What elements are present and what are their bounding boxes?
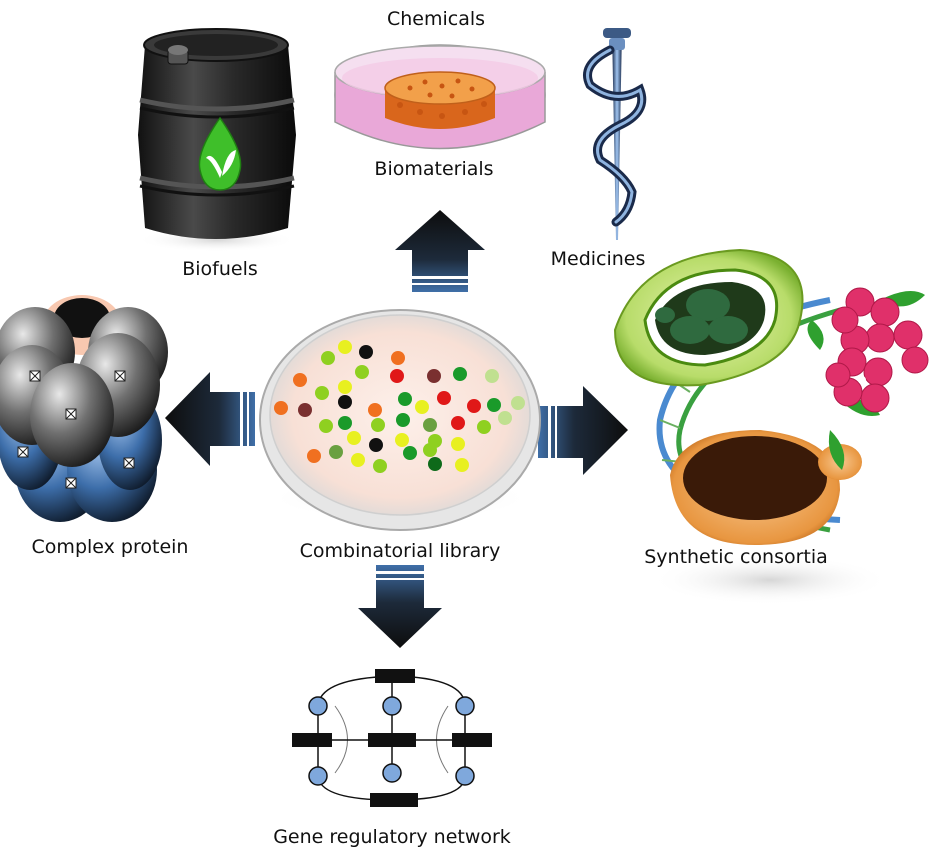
green-droplet-leaf-icon: [198, 116, 242, 191]
colony-dot: [427, 369, 441, 383]
colony-dot: [274, 401, 288, 415]
label-synthetic-consortia: Synthetic consortia: [644, 546, 828, 568]
colony-dot: [390, 369, 404, 383]
colony-dot: [428, 457, 442, 471]
colony-dot: [351, 453, 365, 467]
petri-dish-tissue-icon: [334, 44, 546, 150]
colony-dot: [371, 418, 385, 432]
colony-dot: [485, 369, 499, 383]
colony-dot: [391, 351, 405, 365]
colony-dot: [415, 400, 429, 414]
colony-dot: [338, 380, 352, 394]
label-biofuels: Biofuels: [182, 258, 258, 280]
colony-dot: [467, 399, 481, 413]
colony-dot: [511, 396, 525, 410]
complex-protein-icon: [0, 295, 168, 522]
colony-dot: [373, 459, 387, 473]
label-complex-protein: Complex protein: [31, 536, 189, 558]
colony-dot: [369, 438, 383, 452]
label-gene-regulatory-network: Gene regulatory network: [273, 826, 511, 848]
label-biomaterials: Biomaterials: [374, 158, 494, 180]
colony-dot: [338, 340, 352, 354]
colony-dot: [319, 419, 333, 433]
label-chemicals: Chemicals: [386, 8, 486, 30]
colony-dot: [423, 443, 437, 457]
colony-dot: [395, 433, 409, 447]
colony-dot: [477, 420, 491, 434]
arrow-left-icon: [165, 372, 255, 466]
colony-dot: [315, 386, 329, 400]
label-combinatorial-library: Combinatorial library: [299, 540, 501, 562]
arrow-right-icon: [538, 386, 628, 475]
label-medicines: Medicines: [550, 248, 646, 270]
colony-dot: [347, 431, 361, 445]
colony-dot: [355, 365, 369, 379]
colony-dot: [455, 458, 469, 472]
colony-dot: [338, 395, 352, 409]
synthetic-consortia-icon: [613, 248, 929, 605]
colony-dot: [298, 403, 312, 417]
colony-dot: [359, 345, 373, 359]
colony-dot: [398, 392, 412, 406]
gene-regulatory-network-icon: [292, 669, 492, 807]
arrow-up-icon: [395, 210, 485, 292]
arrow-down-icon: [358, 565, 442, 648]
colony-dot: [321, 351, 335, 365]
colony-dot: [453, 367, 467, 381]
staff-of-asclepius-icon: [583, 28, 647, 240]
colony-dot: [293, 373, 307, 387]
colony-dot: [437, 391, 451, 405]
colony-dot: [403, 446, 417, 460]
colony-dot: [338, 416, 352, 430]
colony-dot: [396, 413, 410, 427]
colony-dot: [329, 445, 343, 459]
colony-dots: [274, 340, 525, 473]
colony-dot: [368, 403, 382, 417]
colony-dot: [498, 411, 512, 425]
colony-dot: [451, 416, 465, 430]
colony-dot: [451, 437, 465, 451]
colony-dot: [307, 449, 321, 463]
colony-dot: [487, 398, 501, 412]
colony-dot: [423, 418, 437, 432]
